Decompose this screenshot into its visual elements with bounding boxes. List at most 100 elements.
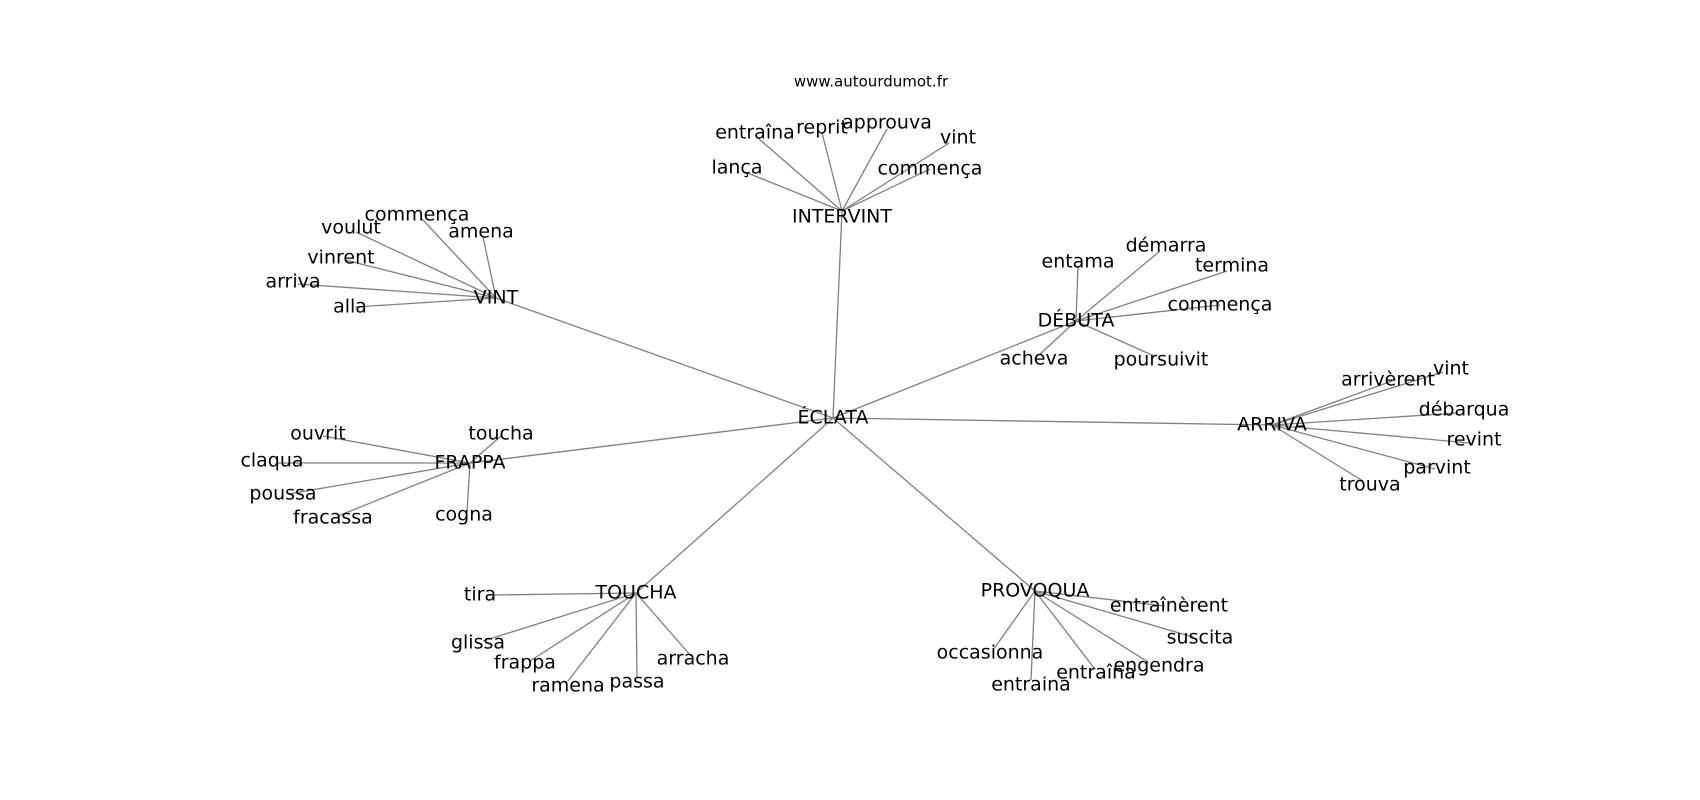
- leaf-node-arriva-trouva[interactable]: trouva: [1339, 474, 1400, 496]
- edge-arriva-to-debarqua: [1271, 412, 1459, 426]
- branch-node-toucha[interactable]: TOUCHA: [594, 582, 676, 604]
- edge-vint-to-commenca: [421, 218, 497, 299]
- edge-arriva-to-revint: [1271, 424, 1471, 444]
- edge-toucha-to-passa: [635, 592, 638, 678]
- leaf-node-frappa-claqua[interactable]: claqua: [240, 450, 303, 472]
- edge-provoqua-to-engendra: [1034, 590, 1149, 663]
- leaf-node-vint-amena[interactable]: amena: [448, 221, 514, 243]
- leaf-node-arriva-vint[interactable]: vint: [1433, 358, 1469, 380]
- leaf-node-frappa-cogna[interactable]: cogna: [435, 504, 493, 526]
- edge-debuta-to-termina: [1075, 270, 1228, 322]
- branch-node-vint[interactable]: VINT: [474, 287, 519, 309]
- branch-node-intervint[interactable]: INTERVINT: [792, 206, 892, 228]
- edge-toucha-to-frappa: [529, 592, 637, 662]
- edge-root-to-provoqua: [832, 417, 1036, 592]
- leaf-node-vint-vinrent[interactable]: vinrent: [307, 247, 374, 269]
- leaf-node-vint-alla[interactable]: alla: [333, 296, 367, 318]
- edge-provoqua-to-entraina: [1034, 590, 1095, 669]
- leaf-node-intervint-entraina[interactable]: entraîna: [715, 122, 795, 144]
- edge-vint-to-vinrent: [344, 259, 497, 299]
- leaf-node-provoqua-entrainerent[interactable]: entraînèrent: [1110, 595, 1228, 617]
- leaf-node-provoqua-engendra[interactable]: engendra: [1113, 655, 1204, 677]
- root-node[interactable]: ÉCLATA: [798, 406, 869, 429]
- edge-frappa-to-ouvrit: [322, 435, 471, 464]
- edge-toucha-to-tira: [492, 592, 637, 596]
- edge-arriva-to-parvint: [1271, 424, 1436, 470]
- edge-provoqua-to-suscita: [1034, 590, 1194, 638]
- source-url-label[interactable]: www.autourdumot.fr: [794, 73, 949, 91]
- edge-debuta-to-demarra: [1075, 250, 1161, 322]
- leaf-node-vint-commenca[interactable]: commença: [365, 204, 470, 226]
- leaf-node-toucha-ramena[interactable]: ramena: [531, 675, 604, 697]
- leaf-node-toucha-frappa[interactable]: frappa: [494, 652, 556, 674]
- edge-root-to-intervint: [832, 210, 843, 419]
- edge-frappa-to-cogna: [466, 462, 471, 512]
- edge-frappa-to-toucha: [469, 435, 502, 464]
- edge-root-to-vint: [495, 297, 834, 419]
- leaf-node-arriva-arriverent[interactable]: arrivèrent: [1341, 369, 1435, 391]
- leaf-node-intervint-vint[interactable]: vint: [940, 127, 976, 149]
- leaf-node-toucha-arracha[interactable]: arracha: [657, 648, 730, 670]
- leaf-node-frappa-ouvrit[interactable]: ouvrit: [290, 423, 345, 445]
- edge-debuta-to-commenca: [1075, 304, 1221, 322]
- edge-arriva-to-vint: [1271, 371, 1444, 426]
- edge-frappa-to-poussa: [287, 462, 471, 495]
- leaf-node-frappa-poussa[interactable]: poussa: [249, 483, 316, 505]
- edge-frappa-to-fracassa: [337, 462, 471, 517]
- branch-node-debuta[interactable]: DÉBUTA: [1038, 309, 1115, 332]
- edge-vint-to-arriva: [297, 283, 497, 299]
- edge-intervint-to-commenca: [841, 168, 931, 212]
- leaf-node-frappa-fracassa[interactable]: fracassa: [293, 507, 373, 529]
- edge-debuta-to-entama: [1075, 265, 1079, 322]
- edge-arriva-to-arriverent: [1271, 380, 1393, 426]
- edge-vint-to-amena: [482, 236, 497, 299]
- edge-root-to-arriva: [832, 417, 1273, 426]
- leaf-node-toucha-passa[interactable]: passa: [609, 671, 664, 693]
- leaf-node-arriva-debarqua[interactable]: débarqua: [1419, 399, 1510, 421]
- leaf-node-arriva-revint[interactable]: revint: [1446, 429, 1501, 451]
- edge-toucha-to-glissa: [482, 592, 637, 642]
- edge-intervint-to-entraina: [757, 137, 843, 212]
- branch-node-provoqua[interactable]: PROVOQUA: [981, 580, 1090, 602]
- edge-debuta-to-poursuivit: [1075, 320, 1155, 357]
- leaf-node-provoqua-entraina[interactable]: entraîna: [1056, 662, 1136, 684]
- edge-intervint-to-vint: [841, 142, 950, 212]
- leaf-node-debuta-entama[interactable]: entama: [1042, 251, 1115, 273]
- leaf-node-intervint-reprit[interactable]: reprit: [796, 117, 848, 139]
- leaf-node-debuta-commenca[interactable]: commença: [1168, 294, 1273, 316]
- edge-debuta-to-acheva: [1038, 320, 1077, 356]
- edge-vint-to-alla: [354, 297, 497, 308]
- leaf-node-debuta-acheva[interactable]: acheva: [1000, 348, 1069, 370]
- graph-edges: [277, 128, 1471, 682]
- leaf-node-arriva-parvint[interactable]: parvint: [1403, 457, 1471, 479]
- edge-provoqua-to-entraina: [1030, 590, 1036, 681]
- edge-intervint-to-reprit: [821, 132, 843, 212]
- leaf-node-provoqua-suscita[interactable]: suscita: [1167, 627, 1234, 649]
- leaf-node-intervint-lanca[interactable]: lança: [711, 157, 762, 179]
- leaf-node-vint-voulut[interactable]: voulut: [321, 217, 381, 239]
- edge-provoqua-to-entrainerent: [1034, 590, 1166, 607]
- leaf-node-provoqua-occasionna[interactable]: occasionna: [937, 642, 1044, 664]
- edge-vint-to-voulut: [355, 231, 497, 299]
- leaf-node-vint-arriva[interactable]: arriva: [265, 271, 320, 293]
- edge-provoqua-to-occasionna: [992, 590, 1036, 651]
- branch-node-frappa[interactable]: FRAPPA: [434, 452, 505, 474]
- leaf-node-intervint-commenca[interactable]: commença: [878, 158, 983, 180]
- leaf-node-toucha-glissa[interactable]: glissa: [451, 632, 505, 654]
- edge-arriva-to-trouva: [1271, 424, 1364, 482]
- leaf-node-debuta-termina[interactable]: termina: [1195, 255, 1269, 277]
- leaf-node-intervint-approuva[interactable]: approuva: [842, 112, 932, 134]
- leaf-node-provoqua-entraina[interactable]: entraina: [991, 674, 1071, 696]
- edge-root-to-debuta: [832, 320, 1077, 419]
- edge-intervint-to-approuva: [841, 128, 888, 212]
- branch-node-arriva[interactable]: ARRIVA: [1237, 414, 1307, 436]
- edge-toucha-to-ramena: [567, 592, 637, 682]
- leaf-node-debuta-demarra[interactable]: démarra: [1126, 235, 1207, 257]
- edge-intervint-to-lanca: [744, 171, 843, 212]
- leaf-node-toucha-tira[interactable]: tira: [464, 584, 496, 606]
- edge-toucha-to-arracha: [635, 592, 692, 657]
- leaf-node-frappa-toucha[interactable]: toucha: [468, 423, 533, 445]
- edge-root-to-frappa: [469, 417, 834, 464]
- leaf-node-debuta-poursuivit[interactable]: poursuivit: [1114, 349, 1209, 371]
